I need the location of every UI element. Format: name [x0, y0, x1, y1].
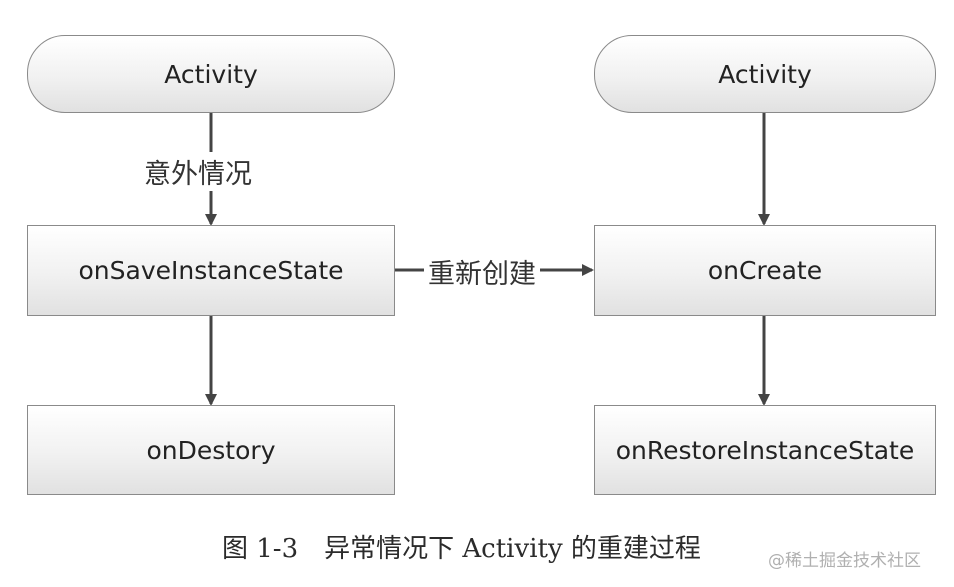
on-destory-node: onDestory — [27, 405, 395, 495]
figure-caption: 图 1-3 异常情况下 Activity 的重建过程 — [222, 534, 701, 564]
on-create-label: onCreate — [707, 256, 823, 285]
on-create-node: onCreate — [594, 225, 936, 316]
left-activity-node: Activity — [27, 35, 395, 113]
on-restore-instance-state-label: onRestoreInstanceState — [615, 435, 915, 465]
on-save-instance-state-node: onSaveInstanceState — [27, 225, 395, 316]
recreate-label: 重新创建 — [424, 252, 540, 291]
unexpected-situation-label: 意外情况 — [142, 152, 254, 191]
on-save-instance-state-label: onSaveInstanceState — [78, 256, 344, 285]
on-restore-instance-state-node: onRestoreInstanceState — [594, 405, 936, 495]
on-destory-label: onDestory — [146, 435, 276, 465]
left-activity-label: Activity — [164, 59, 258, 89]
right-activity-node: Activity — [594, 35, 936, 113]
right-activity-label: Activity — [718, 59, 812, 89]
watermark: @稀土掘金技术社区 — [768, 551, 921, 571]
